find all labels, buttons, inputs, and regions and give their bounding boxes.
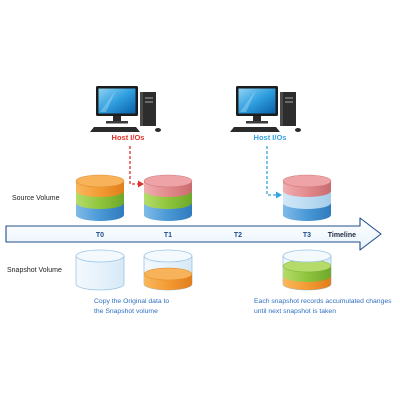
caption-copy-line1: Copy the Original data to	[94, 298, 169, 305]
source-volume-label: Source Volume	[12, 195, 60, 202]
timeline-tick-t2: T2	[234, 232, 242, 239]
source-volume-t1	[143, 174, 193, 221]
timeline-tick-t0: T0	[96, 232, 104, 239]
caption-copy-line2: the Snapshot volume	[94, 308, 158, 315]
host-io-label-left: Host I/Os	[112, 133, 145, 142]
timeline-tick-t3: T3	[303, 232, 311, 239]
timeline-tick-t1: T1	[164, 232, 172, 239]
timeline-arrow	[5, 217, 382, 251]
snapshot-volume-t3	[282, 249, 332, 291]
host-io-label-right: Host I/Os	[254, 133, 287, 142]
timeline-label: Timeline	[328, 232, 356, 239]
computer-left-icon	[90, 86, 161, 132]
caption-changes-line2: until next snapshot is taken	[254, 308, 336, 315]
host-io-arrow-right	[266, 146, 282, 199]
source-volume-t0	[75, 174, 125, 221]
computer-right-icon	[230, 86, 301, 132]
snapshot-volume-t1	[143, 249, 193, 291]
snapshot-volume-label: Snapshot Volume	[7, 267, 62, 274]
source-volume-t3	[282, 174, 332, 221]
caption-changes-line1: Each snapshot records accumulated change…	[254, 298, 392, 305]
host-io-arrow-left	[129, 146, 144, 188]
snapshot-volume-t0	[75, 249, 125, 291]
